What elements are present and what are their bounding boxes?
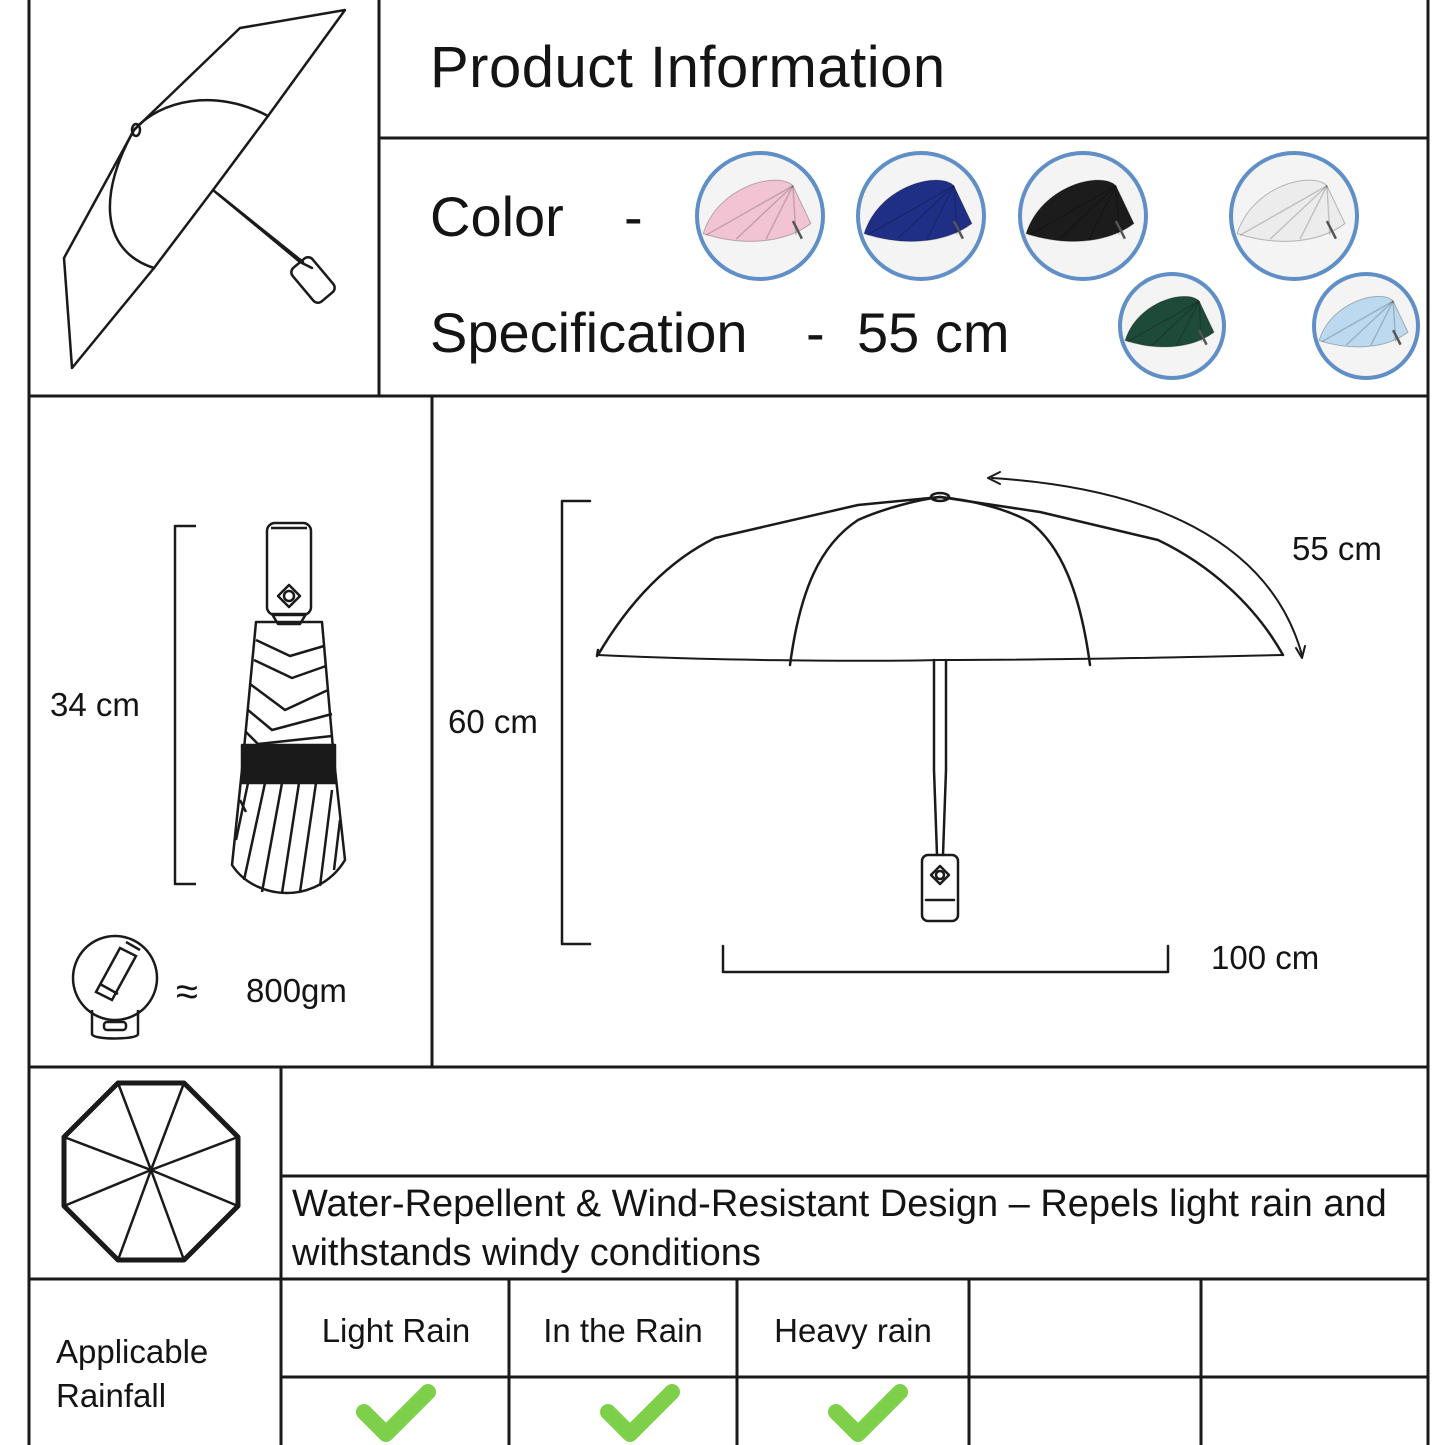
rainfall-header-in-rain: In the Rain [543,1312,703,1349]
color-swatch-black[interactable] [1018,151,1148,281]
feature-description: Water-Repellent & Wind-Resistant Design … [292,1183,1387,1274]
color-label: Color [430,185,564,248]
color-swatch-dark-green[interactable] [1118,272,1226,380]
rib-length-label: 55 cm [1292,530,1382,567]
specification-dash: - [806,301,825,364]
specification-label: Specification [430,301,748,364]
rainfall-label: Applicable Rainfall [56,1333,209,1414]
specification-value: 55 cm [857,301,1010,364]
page-title: Product Information [430,35,946,100]
check-icon [356,1384,436,1442]
folded-length-label: 34 cm [50,686,140,723]
weight-scale-icon [71,934,159,1040]
color-swatch-pink[interactable] [695,151,825,281]
rainfall-header-light: Light Rain [321,1312,471,1349]
rainfall-header-heavy: Heavy rain [774,1312,932,1349]
color-dash: - [624,185,643,248]
check-icon [600,1384,680,1442]
open-height-label: 60 cm [448,703,538,740]
color-swatch-light-blue[interactable] [1312,272,1420,380]
color-swatch-white[interactable] [1229,151,1359,281]
check-icon [828,1384,908,1442]
open-width-label: 100 cm [1211,939,1320,976]
weight-label: 800gm [246,972,347,1009]
color-swatch-navy[interactable] [856,151,986,281]
approx-symbol: ≈ [176,970,198,1014]
